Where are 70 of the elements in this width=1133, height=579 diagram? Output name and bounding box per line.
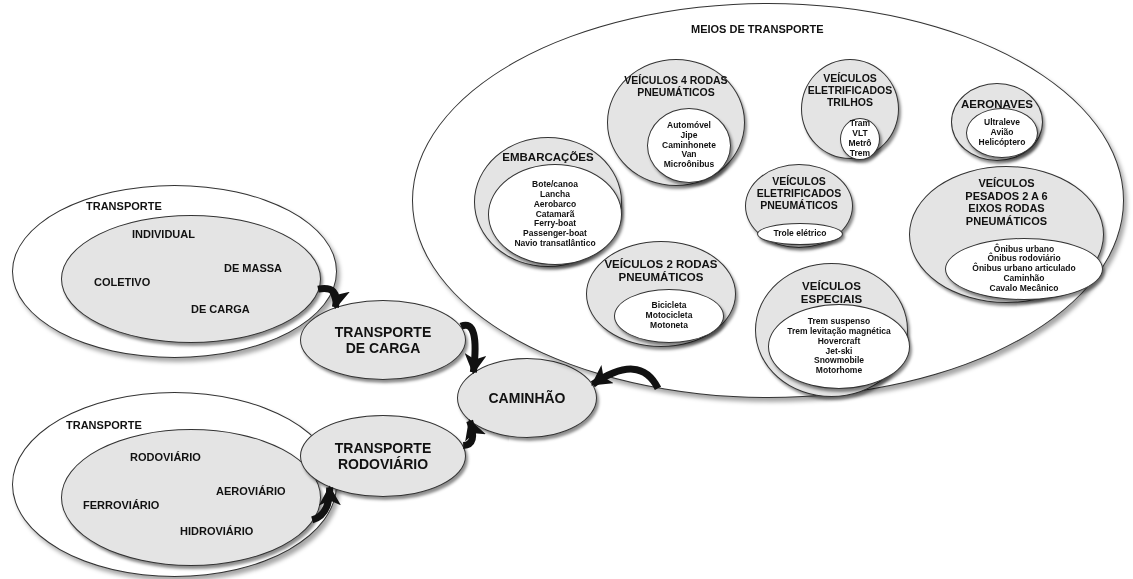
list-item: Microônibus — [663, 160, 715, 170]
list-item: Caminhão — [1003, 273, 1045, 284]
list-ellipse — [966, 108, 1038, 158]
list-item: Automóvel — [667, 121, 711, 131]
list-item: Snowmobile — [813, 356, 865, 366]
ellipse-label: VEÍCULOS ELETRIFICADOS PNEUMÁTICOS — [755, 175, 843, 212]
list-item: Trem suspenso — [807, 317, 871, 327]
list-item: Hovercraft — [817, 336, 861, 347]
list-item: Ônibus urbano articulado — [972, 264, 1076, 274]
category-ellipse — [457, 358, 597, 438]
ellipse-label: MEIOS DE TRANSPORTE — [691, 23, 824, 36]
list-item: Van — [681, 150, 697, 160]
curved-arrow — [317, 285, 350, 310]
ellipse-label: VEÍCULOS PESADOS 2 A 6 EIXOS RODAS PNEUMÁTICOS — [964, 177, 1049, 228]
list-item: Ferry-boat — [533, 219, 576, 230]
list-item: Jipe — [680, 130, 698, 141]
ellipse-label: COLETIVO — [94, 276, 151, 289]
curved-arrow — [311, 485, 341, 524]
list-item: Aerobarco — [533, 199, 577, 210]
ellipse-label: EMBARCAÇÕES — [502, 151, 594, 165]
list-item: Catamarã — [535, 209, 575, 219]
list-ellipse — [614, 289, 724, 343]
list-item: Navio transatlântico — [514, 238, 596, 249]
ellipse-label: AEROVIÁRIO — [216, 485, 286, 498]
curved-arrow — [459, 321, 487, 375]
ellipse-label: AERONAVES — [961, 98, 1033, 112]
list-ellipse — [840, 118, 880, 160]
ellipse-label: TRANSPORTE RODOVIÁRIO — [333, 439, 433, 473]
list-item: Trem — [849, 148, 871, 159]
list-item: Jet-ski — [825, 346, 853, 356]
ellipse-label: VEÍCULOS 4 RODAS PNEUMÁTICOS — [623, 74, 729, 99]
ellipse-label: DE CARGA — [191, 303, 250, 316]
curved-arrow — [590, 365, 662, 391]
list-ellipse — [757, 223, 843, 245]
list-item: Motorhome — [815, 366, 863, 376]
ellipse-label: HIDROVIÁRIO — [180, 525, 254, 538]
list-item: Trem levitação magnética — [787, 326, 891, 337]
ellipse-label: FERROVIÁRIO — [83, 499, 160, 512]
list-item: Bicicleta — [651, 301, 687, 311]
list-item: Bote/canoa — [532, 180, 578, 190]
list-item: Passenger-boat — [523, 229, 587, 239]
list-item: Avião — [990, 128, 1014, 138]
ellipse-label: VEÍCULOS ESPECIAIS — [799, 280, 864, 307]
list-item: Tram — [849, 119, 871, 130]
list-item: Motoneta — [650, 320, 688, 331]
list-item: Metrô — [848, 139, 872, 149]
list-item: Ônibus urbano — [993, 244, 1055, 254]
category-ellipse — [745, 164, 853, 248]
ellipse-label: TRANSPORTE — [86, 200, 162, 213]
category-ellipse — [300, 300, 466, 380]
list-item: Cavalo Mecânico — [989, 283, 1059, 294]
ellipse-label: INDIVIDUAL — [132, 228, 195, 241]
list-ellipse — [945, 238, 1103, 300]
ellipse-label: VEÍCULOS ELETRIFICADOS TRILHOS — [806, 72, 894, 109]
list-item: VLT — [852, 129, 868, 139]
list-item: Helicóptero — [978, 137, 1026, 148]
list-item: Motocicleta — [645, 311, 693, 321]
ellipse-label: TRANSPORTE DE CARGA — [333, 323, 433, 357]
list-item: Ultraleve — [984, 118, 1020, 128]
list-ellipse — [768, 304, 910, 389]
ellipse-label: TRANSPORTE — [66, 419, 142, 432]
list-item: Ônibus rodoviário — [987, 254, 1061, 264]
ellipse-label: RODOVIÁRIO — [130, 451, 201, 464]
list-item: Trole elétrico — [773, 229, 827, 239]
ellipse-label: VEÍCULOS 2 RODAS PNEUMÁTICOS — [603, 258, 719, 285]
list-ellipse — [647, 108, 731, 183]
list-item: Lancha — [540, 190, 570, 200]
list-item: Caminhonete — [662, 140, 716, 151]
ellipse-label: DE MASSA — [224, 262, 283, 275]
ellipse-label: CAMINHÃO — [488, 389, 566, 407]
